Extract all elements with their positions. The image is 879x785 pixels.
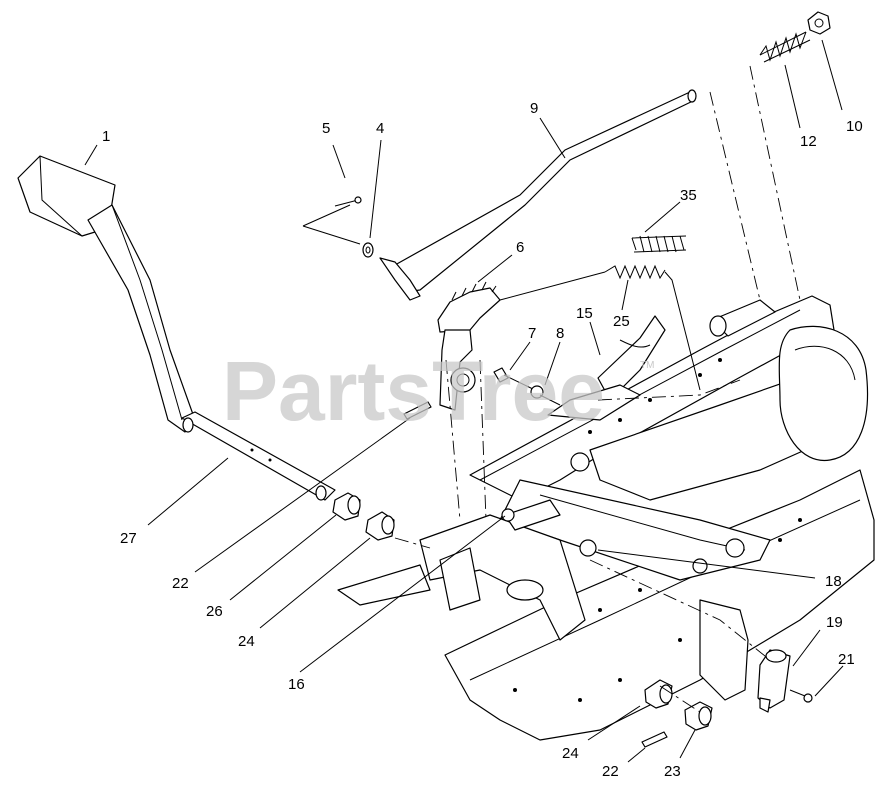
callout-18: 18 bbox=[825, 573, 842, 590]
callout-12: 12 bbox=[800, 133, 817, 150]
lower-roll-pin bbox=[641, 731, 668, 748]
callout-23: 23 bbox=[664, 763, 681, 780]
bolt-and-nut bbox=[493, 367, 561, 406]
roll-pin bbox=[403, 401, 432, 420]
callout-6: 6 bbox=[516, 239, 524, 256]
callout-8: 8 bbox=[556, 325, 564, 342]
assembly-lines bbox=[394, 65, 801, 713]
tension-spring bbox=[499, 264, 701, 391]
callout-24: 24 bbox=[238, 633, 255, 650]
tractor-frame bbox=[444, 295, 875, 741]
brake-pedal bbox=[17, 155, 196, 433]
callout-26: 26 bbox=[206, 603, 223, 620]
callout-22: 22 bbox=[172, 575, 189, 592]
upper-nut bbox=[807, 11, 831, 35]
leader-lines bbox=[84, 39, 844, 763]
lower-bushing bbox=[644, 679, 673, 709]
callout-4: 4 bbox=[376, 120, 384, 137]
pedal-bracket bbox=[337, 499, 586, 641]
callout-9: 9 bbox=[530, 100, 538, 117]
callout-labels: 1 5 4 9 10 12 35 6 15 25 7 8 27 22 26 24… bbox=[102, 100, 863, 780]
callout-27: 27 bbox=[120, 530, 137, 547]
callout-24-lower: 24 bbox=[562, 745, 579, 762]
cotter-pin-and-washer bbox=[302, 196, 421, 301]
callout-15: 15 bbox=[576, 305, 593, 322]
upper-spring bbox=[759, 31, 811, 63]
callout-19: 19 bbox=[826, 614, 843, 631]
callout-1: 1 bbox=[102, 128, 110, 145]
parking-brake-rod bbox=[394, 89, 697, 293]
callout-5: 5 bbox=[322, 120, 330, 137]
lower-pivot-sleeve bbox=[757, 649, 791, 713]
callout-7: 7 bbox=[528, 325, 536, 342]
watermark: PartsTree TM bbox=[222, 344, 654, 438]
watermark-trademark: TM bbox=[640, 360, 654, 371]
callout-21: 21 bbox=[838, 651, 855, 668]
ratchet-lever bbox=[437, 281, 501, 411]
pedal-shaft bbox=[181, 411, 336, 501]
callout-22-lower: 22 bbox=[602, 763, 619, 780]
brake-pedal-plate bbox=[547, 315, 666, 421]
spring-sleeve bbox=[631, 235, 687, 253]
lower-collar bbox=[684, 701, 713, 731]
shaft-bushings bbox=[332, 492, 395, 541]
lower-bolt bbox=[789, 689, 813, 703]
callout-16: 16 bbox=[288, 676, 305, 693]
callout-10: 10 bbox=[846, 118, 863, 135]
watermark-text: PartsTree bbox=[222, 344, 605, 438]
callout-25: 25 bbox=[613, 313, 630, 330]
callout-35: 35 bbox=[680, 187, 697, 204]
